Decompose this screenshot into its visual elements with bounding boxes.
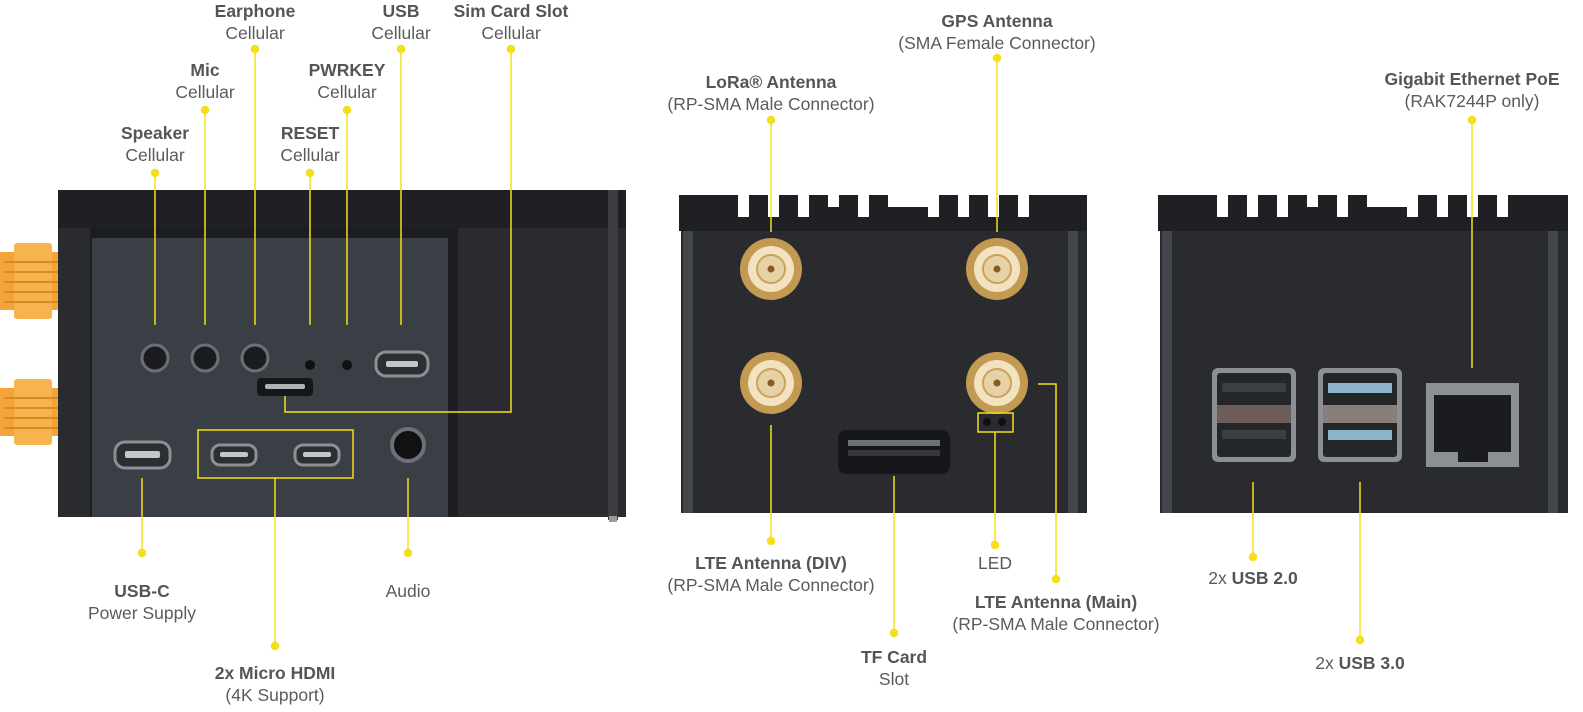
right-device-usb-ethernet-view xyxy=(1158,195,1568,513)
lte-main-label: LTE Antenna (Main) (RP-SMA Male Connecto… xyxy=(952,591,1159,635)
usb-c-port xyxy=(113,440,172,470)
right-leader-lines xyxy=(1248,115,1477,645)
usb2-title: USB 2.0 xyxy=(1231,568,1298,588)
usb-cellular-title: USB xyxy=(382,1,420,21)
sim-card-slot xyxy=(257,378,313,396)
ethernet-port xyxy=(1426,383,1519,467)
lora-antenna-title: LoRa® Antenna xyxy=(705,72,837,92)
usb3-ports xyxy=(1318,368,1402,462)
lte-main-sub: (RP-SMA Male Connector) xyxy=(952,614,1160,634)
left-leader-lines xyxy=(137,44,516,651)
ethernet-sub: (RAK7244P only) xyxy=(1404,91,1540,111)
mic-jack xyxy=(190,343,220,373)
reset-title: RESET xyxy=(280,123,340,143)
speaker-title: Speaker xyxy=(120,123,190,143)
lora-antenna-sub: (RP-SMA Male Connector) xyxy=(667,94,875,114)
gps-antenna-title: GPS Antenna xyxy=(941,11,1053,31)
micro-hdmi-ports xyxy=(197,429,354,479)
ethernet-title: Gigabit Ethernet PoE xyxy=(1384,69,1560,89)
audio-label: Audio xyxy=(386,580,431,602)
lte-div-sub: (RP-SMA Male Connector) xyxy=(667,575,875,595)
speaker-label: Speaker Cellular xyxy=(121,122,189,166)
usb2-ports xyxy=(1212,368,1296,462)
pwrkey-sub: Cellular xyxy=(317,82,377,102)
side-sma-connector-top xyxy=(0,243,58,319)
lte-div-title: LTE Antenna (DIV) xyxy=(695,553,847,573)
pwrkey-label: PWRKEY Cellular xyxy=(309,59,386,103)
tf-card-slot xyxy=(838,430,950,474)
lora-antenna-label: LoRa® Antenna (RP-SMA Male Connector) xyxy=(667,71,874,115)
tf-card-sub: Slot xyxy=(878,669,910,689)
earphone-jack xyxy=(240,343,270,373)
speaker-sub: Cellular xyxy=(125,145,185,165)
pwrkey-title: PWRKEY xyxy=(308,60,386,80)
hdmi-label: 2x Micro HDMI (4K Support) xyxy=(215,662,336,706)
sim-slot-sub: Cellular xyxy=(481,23,541,43)
mic-title: Mic xyxy=(190,60,220,80)
usb-cellular-label: USB Cellular xyxy=(371,0,430,44)
gps-antenna-connector xyxy=(966,238,1028,300)
gps-antenna-sub: (SMA Female Connector) xyxy=(898,33,1096,53)
usb2-prefix: 2x xyxy=(1208,568,1227,588)
usbc-title: USB-C xyxy=(114,581,170,601)
earphone-label: Earphone Cellular xyxy=(215,0,296,44)
usb-cellular-port xyxy=(374,350,430,378)
sim-slot-title: Sim Card Slot xyxy=(453,1,569,21)
usb3-prefix: 2x xyxy=(1315,653,1334,673)
usb-cellular-sub: Cellular xyxy=(371,23,431,43)
tf-card-title: TF Card xyxy=(860,647,928,667)
sim-slot-label: Sim Card Slot Cellular xyxy=(454,0,569,44)
gps-antenna-label: GPS Antenna (SMA Female Connector) xyxy=(898,10,1095,54)
middle-leader-lines xyxy=(766,53,1061,638)
lte-div-antenna-connector xyxy=(740,352,802,414)
lte-main-antenna-connector xyxy=(966,352,1028,414)
left-device-side-view xyxy=(0,190,626,522)
lte-main-title: LTE Antenna (Main) xyxy=(974,592,1138,612)
lora-antenna-connector xyxy=(740,238,802,300)
led-label: LED xyxy=(978,552,1012,574)
speaker-jack xyxy=(140,343,170,373)
usbc-sub: Power Supply xyxy=(88,603,196,623)
audio-jack xyxy=(390,427,426,463)
lte-div-label: LTE Antenna (DIV) (RP-SMA Male Connector… xyxy=(667,552,874,596)
usbc-label: USB-C Power Supply xyxy=(88,580,196,624)
reset-sub: Cellular xyxy=(280,145,340,165)
hdmi-sub: (4K Support) xyxy=(225,685,325,705)
earphone-title: Earphone xyxy=(214,1,296,21)
led-sub: LED xyxy=(977,553,1013,573)
hdmi-title: 2x Micro HDMI xyxy=(214,663,336,683)
reset-label: RESET Cellular xyxy=(280,122,339,166)
audio-sub: Audio xyxy=(385,581,431,601)
side-sma-connector-bottom xyxy=(0,379,58,445)
usb3-label: 2x USB 3.0 xyxy=(1315,652,1405,674)
mic-label: Mic Cellular xyxy=(175,59,234,103)
mic-sub: Cellular xyxy=(175,82,235,102)
pwrkey-button xyxy=(342,360,352,370)
usb3-title: USB 3.0 xyxy=(1338,653,1405,673)
usb2-label: 2x USB 2.0 xyxy=(1208,567,1298,589)
earphone-sub: Cellular xyxy=(225,23,285,43)
ethernet-label: Gigabit Ethernet PoE (RAK7244P only) xyxy=(1384,68,1559,112)
reset-button xyxy=(305,360,315,370)
middle-device-antenna-view xyxy=(679,195,1087,513)
tf-card-label: TF Card Slot xyxy=(861,646,927,690)
